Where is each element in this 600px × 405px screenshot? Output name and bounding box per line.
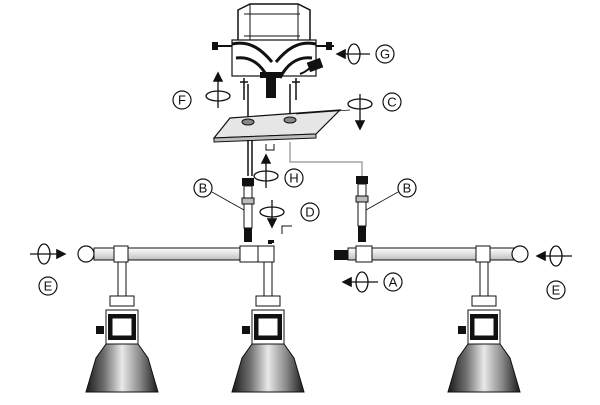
rotation-arrow-c [295, 94, 373, 131]
junction-box [212, 3, 334, 77]
canopy-plate [212, 109, 342, 143]
cable-connector-right [355, 176, 369, 242]
callout-f-label: F [178, 93, 186, 108]
callout-b-left: B [193, 178, 245, 211]
mounting-bolt-center [260, 72, 282, 98]
cable-connector-left [241, 178, 255, 242]
rotation-arrow-g [335, 43, 370, 65]
callout-c-label: C [387, 95, 396, 110]
rotation-arrow-e-right [535, 245, 572, 267]
callout-a: A [383, 272, 403, 292]
rotation-arrow-e-left [30, 243, 67, 265]
rotation-arrow-d [259, 200, 292, 243]
lamp-head-3 [447, 261, 521, 393]
callout-c: C [382, 92, 402, 112]
lamp-head-1 [85, 261, 159, 393]
lamp-head-2 [231, 261, 305, 393]
lamp-bar-right [334, 245, 529, 263]
rotation-arrow-a [341, 271, 378, 293]
callout-b-left-label: B [199, 181, 208, 196]
callout-e-right: E [546, 280, 566, 300]
canopy-stem [247, 140, 363, 176]
callout-h: H [284, 168, 304, 188]
callout-d: D [300, 202, 320, 222]
callout-b-right: B [365, 178, 417, 211]
rotation-arrow-h [253, 153, 279, 188]
lamp-bar-left [77, 240, 275, 263]
wire-connector [299, 57, 324, 75]
callout-b-right-label: B [403, 181, 412, 196]
callout-h-label: H [289, 171, 298, 186]
callout-e-left: E [38, 276, 58, 296]
callout-f: F [172, 90, 192, 110]
rotation-arrow-f [205, 71, 231, 108]
callout-a-label: A [389, 275, 398, 290]
callout-g-label: G [380, 47, 390, 62]
callout-e-right-label: E [552, 283, 561, 298]
callout-d-label: D [305, 205, 314, 220]
callout-e-left-label: E [44, 279, 53, 294]
callout-g: G [375, 44, 395, 64]
